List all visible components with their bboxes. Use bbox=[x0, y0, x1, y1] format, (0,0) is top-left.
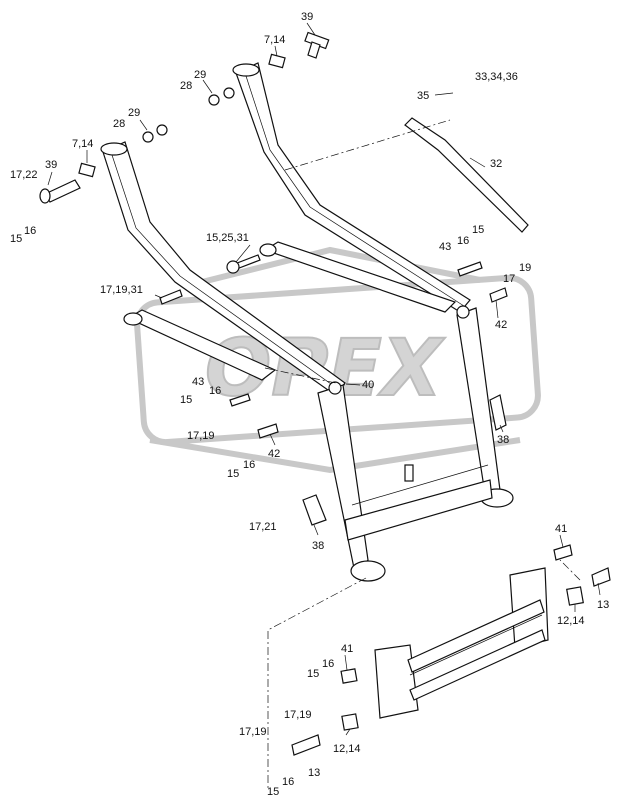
center-lines bbox=[264, 119, 581, 790]
callout-38-right: 38 bbox=[497, 434, 509, 446]
callout-12-14-bottom: 12,14 bbox=[333, 743, 361, 755]
callout-13-right: 13 bbox=[597, 599, 609, 611]
left-lift-arm bbox=[100, 141, 386, 582]
callout-15-left: 15 bbox=[10, 233, 22, 245]
cross-tube bbox=[344, 464, 493, 541]
callout-15-right: 15 bbox=[472, 224, 484, 236]
callout-43-right: 43 bbox=[439, 241, 451, 253]
callout-40: 40 bbox=[362, 379, 374, 391]
callout-39-top: 39 bbox=[301, 11, 313, 23]
callout-17-19-lowest: 17,19 bbox=[239, 726, 267, 738]
callout-17-19-bottom: 17,19 bbox=[284, 709, 312, 721]
callout-28-top: 28 bbox=[180, 80, 192, 92]
callout-7-14-left: 7,14 bbox=[72, 138, 93, 150]
callout-15-lowest: 15 bbox=[267, 786, 279, 798]
callout-13-bottom: 13 bbox=[308, 767, 320, 779]
callout-28-left: 28 bbox=[113, 118, 125, 130]
callout-17-19-mid: 17,19 bbox=[187, 430, 215, 442]
callout-16-right: 16 bbox=[457, 235, 469, 247]
callout-7-14-top: 7,14 bbox=[264, 34, 285, 46]
callout-15-bottom: 15 bbox=[307, 668, 319, 680]
callout-15-mid: 15 bbox=[180, 394, 192, 406]
callout-16-lowest: 16 bbox=[282, 776, 294, 788]
leader-lines bbox=[47, 22, 601, 736]
callout-19: 19 bbox=[519, 262, 531, 274]
callout-42-left: 42 bbox=[268, 448, 280, 460]
callout-12-14-right: 12,14 bbox=[557, 615, 585, 627]
callout-41-right: 41 bbox=[555, 523, 567, 535]
callout-39-left: 39 bbox=[45, 159, 57, 171]
callout-43-left: 43 bbox=[192, 376, 204, 388]
small-parts bbox=[39, 31, 611, 756]
callout-42-right: 42 bbox=[495, 319, 507, 331]
callout-16-bottom: 16 bbox=[322, 658, 334, 670]
callout-16-lower: 16 bbox=[243, 459, 255, 471]
callout-33-34-36: 33,34,36 bbox=[475, 71, 518, 83]
callout-17-22: 17,22 bbox=[10, 169, 38, 181]
callout-35: 35 bbox=[417, 90, 429, 102]
callout-15-25-31: 15,25,31 bbox=[206, 232, 249, 244]
callout-32: 32 bbox=[490, 158, 502, 170]
callout-29-top: 29 bbox=[194, 69, 206, 81]
quick-attach-frame bbox=[374, 567, 549, 719]
link-bar bbox=[404, 117, 529, 233]
callout-29-left: 29 bbox=[128, 107, 140, 119]
callout-38-left: 38 bbox=[312, 540, 324, 552]
right-lift-arm bbox=[232, 62, 514, 508]
cylinders bbox=[123, 241, 457, 381]
callout-16-mid: 16 bbox=[209, 385, 221, 397]
callout-41-left: 41 bbox=[341, 643, 353, 655]
callout-15-lower: 15 bbox=[227, 468, 239, 480]
callout-17-21: 17,21 bbox=[249, 521, 277, 533]
callout-16-left: 16 bbox=[24, 225, 36, 237]
callout-17-19-31: 17,19,31 bbox=[100, 284, 143, 296]
callout-labels: 39 7,14 29 28 33,34,36 35 29 28 7,14 32 … bbox=[10, 11, 609, 798]
callout-17: 17 bbox=[503, 273, 515, 285]
